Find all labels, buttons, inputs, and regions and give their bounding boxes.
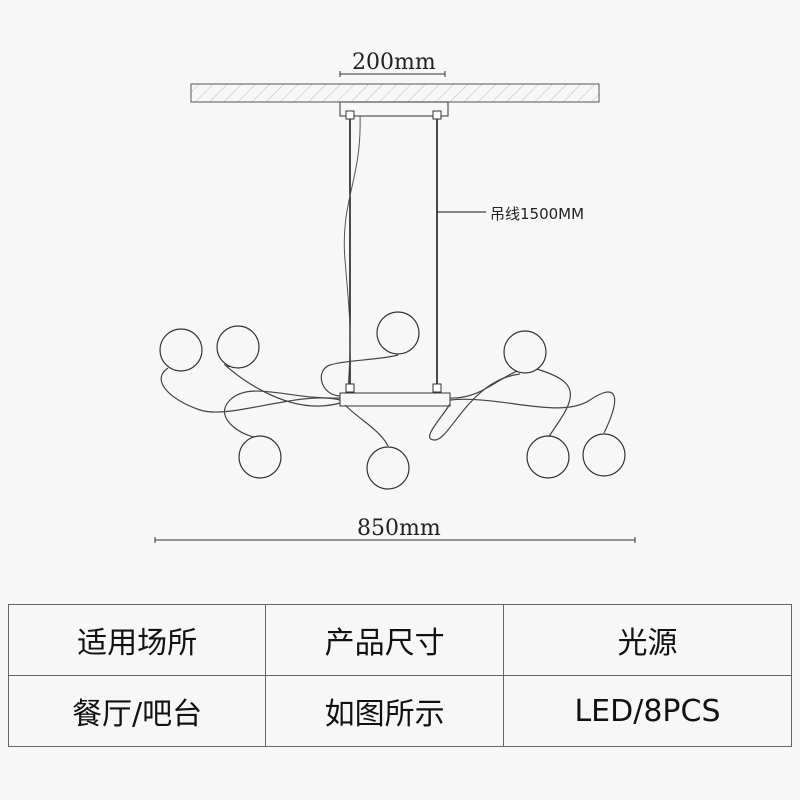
cable-length-label: 吊线1500MM (490, 205, 585, 223)
header-application: 适用场所 (7, 604, 267, 676)
central-bar (339, 392, 451, 407)
value-application: 餐厅/吧台 (7, 675, 267, 747)
canopy-width-label: 200mm (352, 50, 436, 75)
globe-bulbs (159, 311, 626, 490)
pendant-light-drawing (154, 71, 636, 543)
canopy-dimension-line (339, 71, 446, 77)
canopy (339, 101, 449, 117)
table-header-row: 适用场所 产品尺寸 光源 (7, 604, 793, 676)
cable-fittings (345, 110, 442, 393)
flexible-arms (160, 354, 616, 447)
value-size: 如图所示 (265, 675, 504, 747)
suspension-cables (343, 115, 486, 393)
fixture-width-label: 850mm (357, 516, 441, 541)
width-dimension-line (154, 537, 636, 543)
table-row: 餐厅/吧台 如图所示 LED/8PCS (7, 675, 793, 747)
header-size: 产品尺寸 (265, 604, 504, 676)
spec-table: 适用场所 产品尺寸 光源 餐厅/吧台 如图所示 LED/8PCS (7, 604, 793, 747)
value-light-source: LED/8PCS (502, 675, 793, 747)
ceiling (190, 83, 600, 103)
header-light-source: 光源 (502, 604, 793, 676)
